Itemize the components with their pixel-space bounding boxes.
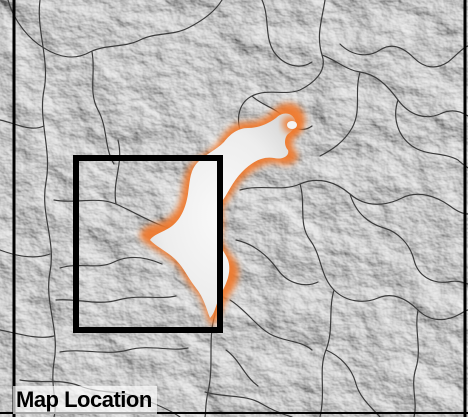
map-extent-box xyxy=(73,155,223,333)
map-location-label: Map Location xyxy=(13,386,157,414)
